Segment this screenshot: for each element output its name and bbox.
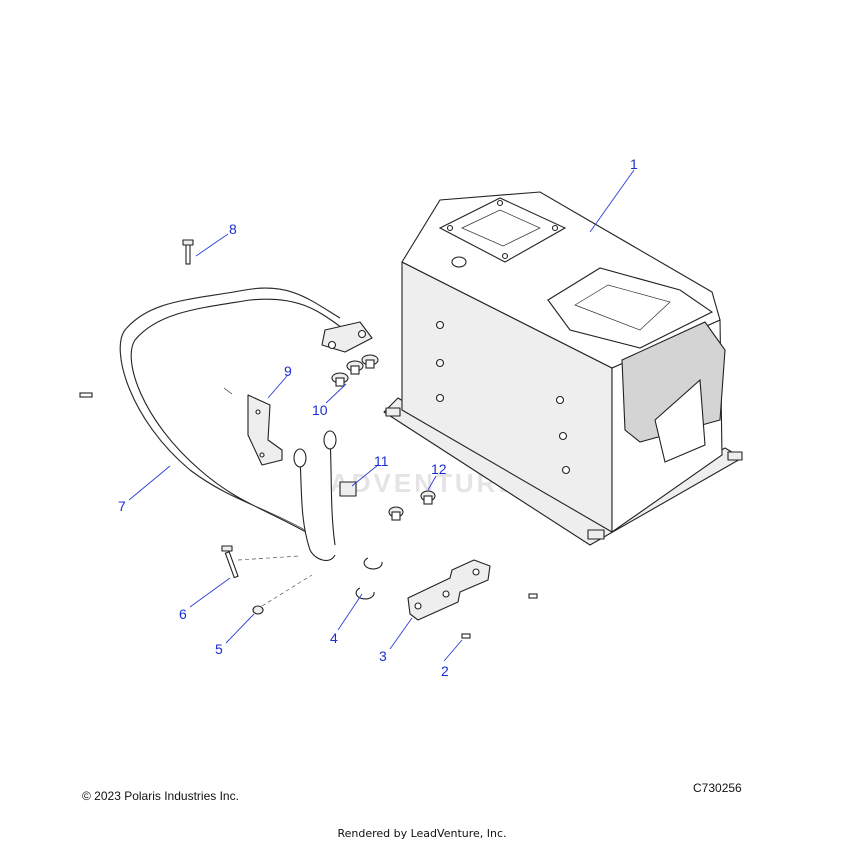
rendered-by: Rendered by LeadVenture, Inc. xyxy=(337,827,507,840)
bracket-part-9 xyxy=(223,387,283,466)
callout-1: 1 xyxy=(630,156,638,172)
nut-part-5 xyxy=(252,574,313,615)
callout-3: 3 xyxy=(379,648,387,664)
nuts-part-10 xyxy=(331,354,379,387)
battery-box xyxy=(383,191,743,546)
clamps-part-4 xyxy=(355,557,383,600)
callout-6: 6 xyxy=(179,606,187,622)
screw-left xyxy=(79,392,93,398)
screws-part-2 xyxy=(461,593,538,639)
leader-lines xyxy=(128,169,635,662)
bus-bar-part-3 xyxy=(407,559,491,621)
callout-2: 2 xyxy=(441,663,449,679)
callout-9: 9 xyxy=(284,363,292,379)
cable-harness xyxy=(119,287,373,561)
callout-12: 12 xyxy=(431,461,447,477)
nuts-part-12 xyxy=(388,490,436,521)
callout-4: 4 xyxy=(330,630,338,646)
callout-labels: 1 2 3 4 5 6 7 8 9 10 11 12 xyxy=(118,156,638,679)
callout-10: 10 xyxy=(312,402,328,418)
diagram-id: C730256 xyxy=(693,781,742,795)
callout-7: 7 xyxy=(118,498,126,514)
bolt-part-8 xyxy=(182,239,194,265)
callout-5: 5 xyxy=(215,641,223,657)
bolt-part-6 xyxy=(221,545,301,579)
copyright-notice: © 2023 Polaris Industries Inc. xyxy=(82,789,239,803)
callout-8: 8 xyxy=(229,221,237,237)
callout-11: 11 xyxy=(374,453,389,469)
